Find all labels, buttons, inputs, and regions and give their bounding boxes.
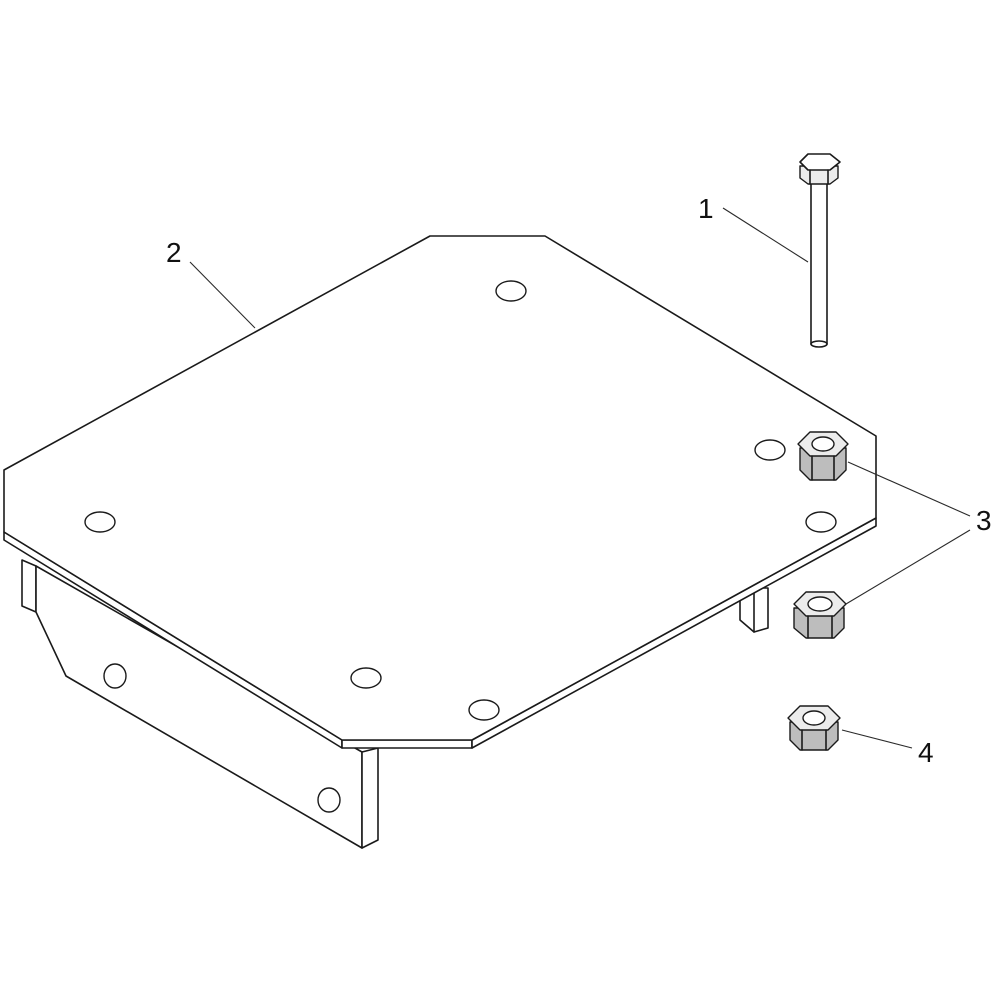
- bracket-flange-left-edge: [21, 559, 37, 613]
- plate-hole: [468, 699, 500, 721]
- callout-3: 3: [976, 505, 992, 536]
- leader-flange-nut-lower: [845, 529, 971, 605]
- bolt-head-top: [799, 153, 841, 171]
- plate-hole: [495, 280, 527, 302]
- plate-hole: [805, 511, 837, 533]
- nut-bore: [807, 596, 833, 612]
- hex-bolt: [799, 153, 841, 348]
- plate-hole: [350, 667, 382, 689]
- nut-bore: [811, 436, 835, 452]
- leader-flange-nut-top: [847, 461, 971, 517]
- plate-hole: [754, 439, 786, 461]
- mounting-bracket: [21, 559, 769, 849]
- flange-nut-mounted: [797, 431, 849, 481]
- bracket-hole: [317, 787, 341, 813]
- callout-2: 2: [166, 237, 182, 268]
- leader-hex-nut: [841, 729, 913, 749]
- leader-plate: [189, 261, 256, 329]
- leader-lines: [189, 207, 971, 749]
- leader-bolt: [722, 207, 809, 263]
- flange-nut-loose: [793, 591, 847, 639]
- callout-1: 1: [698, 193, 714, 224]
- hex-nut: [787, 705, 841, 751]
- nut-bore: [802, 710, 826, 726]
- plate-thickness-front: [341, 739, 473, 749]
- plate-top-face: [3, 235, 877, 741]
- mounting-plate: [3, 235, 877, 749]
- plate-hole: [84, 511, 116, 533]
- callout-4: 4: [918, 737, 934, 768]
- bracket-front-flange: [361, 747, 379, 849]
- bolt-shank: [810, 181, 828, 345]
- bolt-tip: [810, 340, 828, 348]
- bracket-hole: [103, 663, 127, 689]
